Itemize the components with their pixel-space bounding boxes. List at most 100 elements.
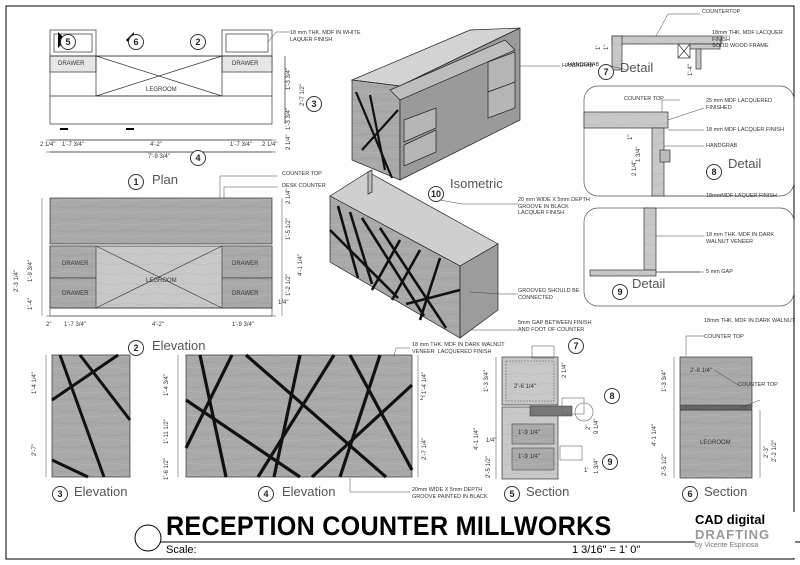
sec6-legroom-label: LEGROOM [700,440,731,446]
plan-drawer-right-label: DRAWER [232,61,259,67]
detail8-drawing [583,111,671,197]
elev2-drawer-1: DRAWER [62,261,89,267]
detail-top-handgrab-label: HANDGRAB [568,62,600,68]
elev2-dim-b1: 1'-7 3/4" [64,322,86,328]
dimension-lines [41,139,761,479]
view-number-detail7: 7 [598,64,614,80]
callout-section-6: 6 [128,34,144,50]
detail9-frame [583,207,795,307]
plan-dim-r1: 2'-7 1/2" [300,84,306,106]
sec5-small-dim-0: 2 1/4" [562,362,568,378]
elevation4-drawing [184,353,414,479]
elev4-dim-r2: 2'-7 1/4" [422,438,428,460]
elev2-dim-r1: 1'-5 1/2" [286,218,292,240]
callout-elevation-2: 2 [190,34,206,50]
elev2-dim-b2: 4'-2" [152,322,164,328]
detail-top-countertop-label: COUNTERTOP [702,9,741,15]
sec6-dim-l2: 2'-5 1/2" [662,454,668,476]
view-number-elevation3: 3 [52,486,68,502]
elevation2-drawing [49,197,273,317]
sec5-drawer-dim-2: 1'-9 1/4" [518,454,540,460]
view-number-section6: 6 [682,486,698,502]
elev4-groove-note: 20mm WIDE X 5mm DEPTH GROOVE PAINTED IN … [412,487,488,500]
elev2-desk-counter-label: DESK COUNTER [282,183,326,189]
elev4-dim-l1: 1'-11 1/2" [164,419,170,444]
elev2-drawer-4: DRAWER [232,291,259,297]
view-number-isometric: 10 [428,186,444,202]
elev2-counter-top-label: COUNTER TOP [282,171,322,177]
brand-line-3: by Vicente Espinosa [695,542,759,549]
sheet-title: RECEPTION COUNTER MILLWORKS [166,511,612,541]
detail-top-dim-2: 1'-4" [688,64,694,76]
elev3-dim-l0: 1'-4 1/4" [32,372,38,394]
sec6-dim-r0: 2'-3" [764,446,770,458]
sec6-dim-l1: 4'-1 1/4" [652,424,658,446]
plan-dim-r3: 2 1/4" [286,134,292,150]
elev2-legroom-label: LEGROOM [146,278,177,284]
elev2-drawer-2: DRAWER [62,291,89,297]
iso-handgrab-label: HANDGRAB [562,63,594,69]
sec5-drawer-dim-1: 1'-9 1/4" [518,430,540,436]
iso-gap-note: 5mm GAP BETWEEN FINISH AND FOOT OF COUNT… [518,320,592,333]
view-title-isometric: Isometric [450,176,503,191]
view-title-elevation3: Elevation [74,484,128,499]
detail8-dim-2: 2 1/4" [632,160,638,176]
sec5-dim-l3: 2'-5 1/2" [486,456,492,478]
elev2-dim-r4: 1/4" [278,300,289,306]
leader-lines [219,13,761,493]
view-title-elevation4: Elevation [282,484,336,499]
detail8-dim-0: 1" [628,134,634,140]
detail8-note3: 18mmMDF LAQUER FINISH [706,193,777,199]
scale-label: Scale: [166,544,197,556]
plan-dim-r2: 1'-3 3/4" [286,108,292,130]
view-number-detail8: 8 [706,164,722,180]
callout-elevation-3: 3 [306,96,322,112]
view-title-plan: Plan [152,172,179,187]
view-title-detail7: Detail [620,60,654,75]
sec5-dim-l0: 1'-3 3/4" [484,370,490,392]
view-title-section6: Section [704,484,748,499]
sec6-counter-top-a: COUNTER TOP [704,334,744,340]
plan-dim-b3: 1'-7 3/4" [230,142,252,148]
iso-connected-note: GROOVED SHOULD BE CONNECTED [518,288,580,301]
sec5-dim-l1: 4'-1 1/4" [474,428,480,450]
callout-detail-8: 8 [604,388,620,404]
sec5-dim-l2: 1/4" [486,438,497,444]
section5-drawing [501,345,594,480]
elevation3-drawing [51,353,132,479]
title-circle [134,524,162,552]
plan-dim-b1: 1'-7 3/4" [62,142,84,148]
isometric-top-drawing [350,27,521,181]
sec6-inner-dim: 2'-8 1/4" [690,368,712,374]
brand-line-1: CAD digital [695,512,766,527]
sec5-small-dim-2: 9 1/4" [594,418,600,434]
plan-legroom-label: LEGROOM [146,87,177,93]
brand-line-2: DRAFTING [695,527,771,542]
elev4-material-note: 18 mm THK. MDF IN DARK WALNUT VENEER LAC… [412,342,505,355]
scale-value: 1 3/16" = 1' 0" [572,544,641,556]
section6-drawing [679,356,753,479]
callout-detail-7: 7 [568,338,584,354]
view-number-elevation4: 4 [258,486,274,502]
sec5-small-dim-3: 1 3/4" [594,458,600,474]
detail9-note1: 18 mm THK. MDF IN DARK WALNUT VENEER [706,232,775,245]
detail-top-material-note: 18mm THK. MDF LACQUER FINISH SOLID WOOD … [712,30,783,49]
plan-drawer-left-label: DRAWER [58,61,85,67]
detail9-drawing [589,207,700,277]
detail8-handgrab-label: HANDGRAB [706,143,738,149]
elev4-dim-r0: 1'-4 1/4" [422,372,428,394]
plan-dim-b4: 2 1/4" [262,142,278,148]
view-number-section5: 5 [504,486,520,502]
elev2-drawer-3: DRAWER [232,261,259,267]
sec5-inner-dim: 2'-6 1/4" [514,384,536,390]
sec6-dim-r1: 2'-2 1/2" [772,440,778,462]
elev4-dim-r1: 2" [420,396,426,402]
sec6-dim-l0: 1'-3 3/4" [662,370,668,392]
detail-top-drawing [611,35,723,71]
plan-material-note: 18 mm THK. MDF IN WHITE LAQUER FINISH [290,30,361,43]
elev4-dim-l2: 1'-6 1/2" [164,458,170,480]
elev2-dim-b0: 2" [46,322,52,328]
view-title-detail9: Detail [632,276,666,291]
elev2-dim-b3: 1'-9 3/4" [232,322,254,328]
